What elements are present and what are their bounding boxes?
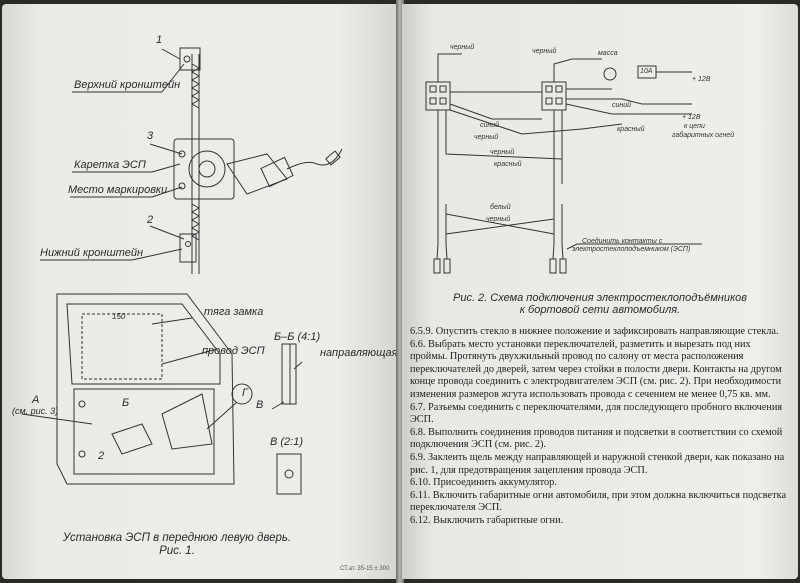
wire-black-3: черный [474, 134, 499, 141]
section-bb-label: Б–Б (4:1) [274, 331, 321, 343]
wire-black-2: черный [532, 48, 557, 55]
instruction-item: 6.6. Выбрать место установки переключате… [410, 338, 782, 400]
wire-mass: масса [598, 50, 618, 57]
wire-black-1: черный [450, 44, 475, 51]
fuse-label: 10А [640, 68, 653, 75]
fig2-caption-line2: к бортовой сети автомобиля. [519, 304, 681, 316]
window-regulator-drawing [40, 47, 343, 274]
callout-2b: 2 [98, 450, 105, 462]
instruction-item: 6.9. Заклеить щель между направляющей и … [410, 451, 785, 476]
callout-1: 1 [156, 34, 163, 46]
wire-plus12-1: + 12В [692, 76, 711, 83]
letter-v-label: В [256, 399, 264, 411]
fig1-caption-line1: Установка ЭСП в переднюю левую дверь. [62, 532, 292, 544]
callout-2: 2 [147, 214, 154, 226]
wire-black-4: черный [490, 149, 515, 156]
letter-b-label: Б [122, 397, 130, 409]
callout-3: 3 [147, 130, 154, 142]
lower-bracket-label: Нижний кронштейн [40, 247, 144, 259]
door-drawing [21, 293, 303, 495]
instructions-text: 6.5.9. Опустить стекло в нижнее положени… [410, 326, 790, 528]
view-v-label: В (2:1) [270, 436, 304, 448]
footer-note: СТ.ат. 35-15 ± 300 [340, 566, 390, 572]
guide-label: направляющая [320, 347, 398, 359]
book-spine [396, 0, 404, 583]
wire-to-circuit: к цепи [684, 123, 705, 130]
letter-g-label: Г [242, 387, 248, 399]
fig1-caption-line2: Рис. 1. [159, 545, 195, 557]
wire-blue-1: синий [612, 102, 632, 109]
dimension-label: 150 [112, 312, 126, 321]
instruction-item: 6.8. Выполнить соединения проводов питан… [410, 426, 783, 451]
wire-dimension-lights: габаритных огней [672, 132, 735, 139]
connect-note-1: Соединить контакты с [582, 238, 663, 245]
instruction-item: 6.10. Присоединить аккумулятор. [410, 477, 557, 489]
marking-place-label: Место маркировки [68, 184, 168, 196]
fig1-caption: Установка ЭСП в переднюю левую дверь. Ри… [62, 532, 292, 558]
carriage-label: Каретка ЭСП [74, 159, 146, 171]
connect-note-2: электростеклоподъемником (ЭСП) [572, 246, 691, 253]
instruction-item: 6.11. Включить габаритные огни автомобил… [410, 489, 787, 514]
instruction-item: 6.12. Выключить габаритные огни. [410, 514, 564, 526]
wire-black-5: черный [486, 216, 511, 223]
upper-bracket-label: Верхний кронштейн [74, 79, 181, 91]
wire-blue-2: синий [480, 122, 500, 129]
right-page: черный черный масса 10А + 12В + 12В к це… [402, 4, 798, 579]
instruction-item: 6.5.9. Опустить стекло в нижнее положени… [410, 326, 779, 337]
view-a-label: А [32, 394, 40, 406]
left-page: 1 3 2 Верхний кронштейн Каретка ЭСП Мест… [2, 4, 398, 579]
fig2-caption: Рис. 2. Схема подключения электростеклоп… [420, 292, 780, 316]
wire-red-1: красный [617, 126, 645, 133]
wiring-diagram [425, 53, 702, 274]
fig2-caption-line1: Рис. 2. Схема подключения электростеклоп… [452, 292, 747, 304]
lock-rod-label: тяга замка [204, 306, 264, 318]
wire-red-2: красный [494, 161, 522, 168]
instruction-item: 6.7. Разъемы соединить с переключателями… [410, 401, 783, 426]
wire-plus12-2: + 12В [682, 114, 701, 121]
esp-wire-label: провод ЭСП [202, 345, 265, 357]
wire-white: белый [490, 204, 511, 211]
see-fig3-label: (см. рис. 3) [12, 406, 59, 416]
